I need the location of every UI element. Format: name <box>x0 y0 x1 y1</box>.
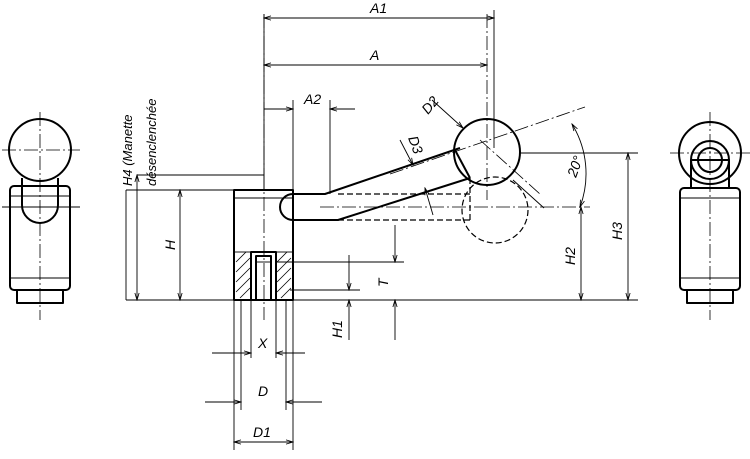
right-view-base <box>686 289 734 304</box>
label-h4-line1: H4 (Manette <box>120 114 135 186</box>
label-angle: 20° <box>563 153 586 180</box>
label-h3: H3 <box>609 222 625 240</box>
label-d1: D1 <box>253 424 271 440</box>
left-view-lever-end <box>21 178 59 224</box>
disengaged-position <box>338 176 529 244</box>
dimension-lines <box>125 10 638 450</box>
left-side-view <box>2 112 80 320</box>
label-d3: D3 <box>405 134 426 156</box>
dimension-labels: A1 A A2 D2 D3 20° H H1 H2 H3 T X D D1 H4… <box>120 0 625 440</box>
label-a2: A2 <box>303 91 321 107</box>
lever-arm-bottom <box>293 177 471 221</box>
label-d2: D2 <box>418 93 442 117</box>
right-side-view <box>670 112 750 320</box>
main-front-view <box>126 14 638 320</box>
label-x: X <box>257 335 268 351</box>
label-a: A <box>369 47 379 63</box>
label-h: H <box>162 239 178 250</box>
label-t: T <box>375 277 391 287</box>
lever-arm-top <box>293 147 461 195</box>
label-h1: H1 <box>329 320 345 338</box>
label-h2: H2 <box>562 247 578 265</box>
label-h4-line2: désenclenchée <box>144 99 159 186</box>
section-hatching <box>233 251 294 301</box>
label-d: D <box>258 383 268 399</box>
left-view-base <box>16 289 64 304</box>
left-view-ball <box>8 118 72 182</box>
lever-body <box>233 189 294 301</box>
label-a1: A1 <box>369 0 387 16</box>
